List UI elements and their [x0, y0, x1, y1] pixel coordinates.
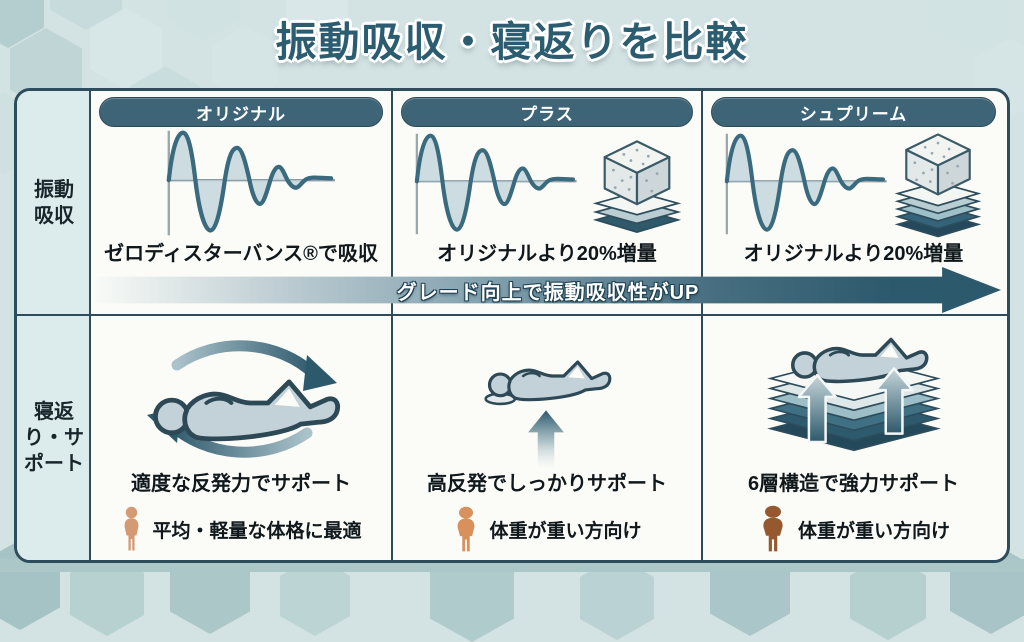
support-up-arrow-icon [517, 409, 575, 471]
column-divider [701, 91, 703, 560]
audience-label-plus: 体重が重い方向け [489, 520, 642, 542]
sleeper-icon [484, 343, 649, 406]
column-header-plus: プラス [401, 97, 693, 127]
column-header-supreme: シュプリーム [711, 97, 996, 127]
audience-supreme: 体重が重い方向け [703, 503, 1004, 555]
medium-person-icon [452, 506, 480, 553]
light-person-icon [120, 506, 143, 552]
audience-label-supreme: 体重が重い方向け [797, 520, 950, 542]
vibration-wave-icon [715, 129, 893, 239]
comparison-table: 振動吸収 寝返り・サポート オリジナル ゼロディスターバンス®で吸収 適度な反発… [14, 88, 1010, 563]
rotate-arrows-sleeper-icon [147, 340, 363, 458]
vibration-caption-plus: オリジナルより20%増量 [437, 243, 657, 265]
column-supreme: シュプリーム オリジナルより20%増量 6層構造で強力サポート 体重が重い方向け [703, 91, 1004, 560]
column-header-original: オリジナル [99, 97, 383, 127]
foam-cube-icon [589, 135, 685, 235]
row-header-support: 寝返り・サポート [17, 316, 91, 560]
audience-original: 平均・軽量な体格に最適 [91, 503, 391, 555]
row-header-vibration: 振動吸収 [17, 91, 91, 314]
audience-plus: 体重が重い方向け [393, 503, 701, 555]
foam-cube-icon [888, 131, 988, 239]
six-layer-stack-icon [767, 337, 941, 452]
row-header-vibration-label: 振動吸収 [34, 178, 74, 227]
column-divider [391, 91, 393, 560]
support-caption-original: 適度な反発力でサポート [131, 473, 351, 495]
page-title: 振動吸収・寝返りを比較 [275, 19, 749, 65]
support-caption-plus: 高反発でしっかりサポート [427, 473, 667, 495]
row-divider [17, 314, 1007, 316]
vibration-caption-original: ゼロディスターバンス®で吸収 [104, 243, 378, 265]
vibration-wave-icon [405, 129, 583, 239]
vibration-caption-supreme: オリジナルより20%増量 [743, 243, 964, 265]
grade-up-arrow-label: グレード向上で振動吸収性がUP [396, 281, 700, 304]
vibration-wave-icon [149, 127, 349, 239]
row-header-column [17, 91, 91, 560]
support-caption-supreme: 6層構造で強力サポート [747, 473, 960, 495]
row-header-support-label: 寝返り・サポート [24, 401, 84, 475]
audience-label-original: 平均・軽量な体格に最適 [152, 520, 362, 542]
column-plus: プラス オリジナルより20%増量 高反発でしっかりサポート 体重が重い方向け [393, 91, 701, 560]
column-original: オリジナル ゼロディスターバンス®で吸収 適度な反発力でサポート 平均・軽量な体… [91, 91, 391, 560]
heavy-person-icon [757, 505, 789, 553]
